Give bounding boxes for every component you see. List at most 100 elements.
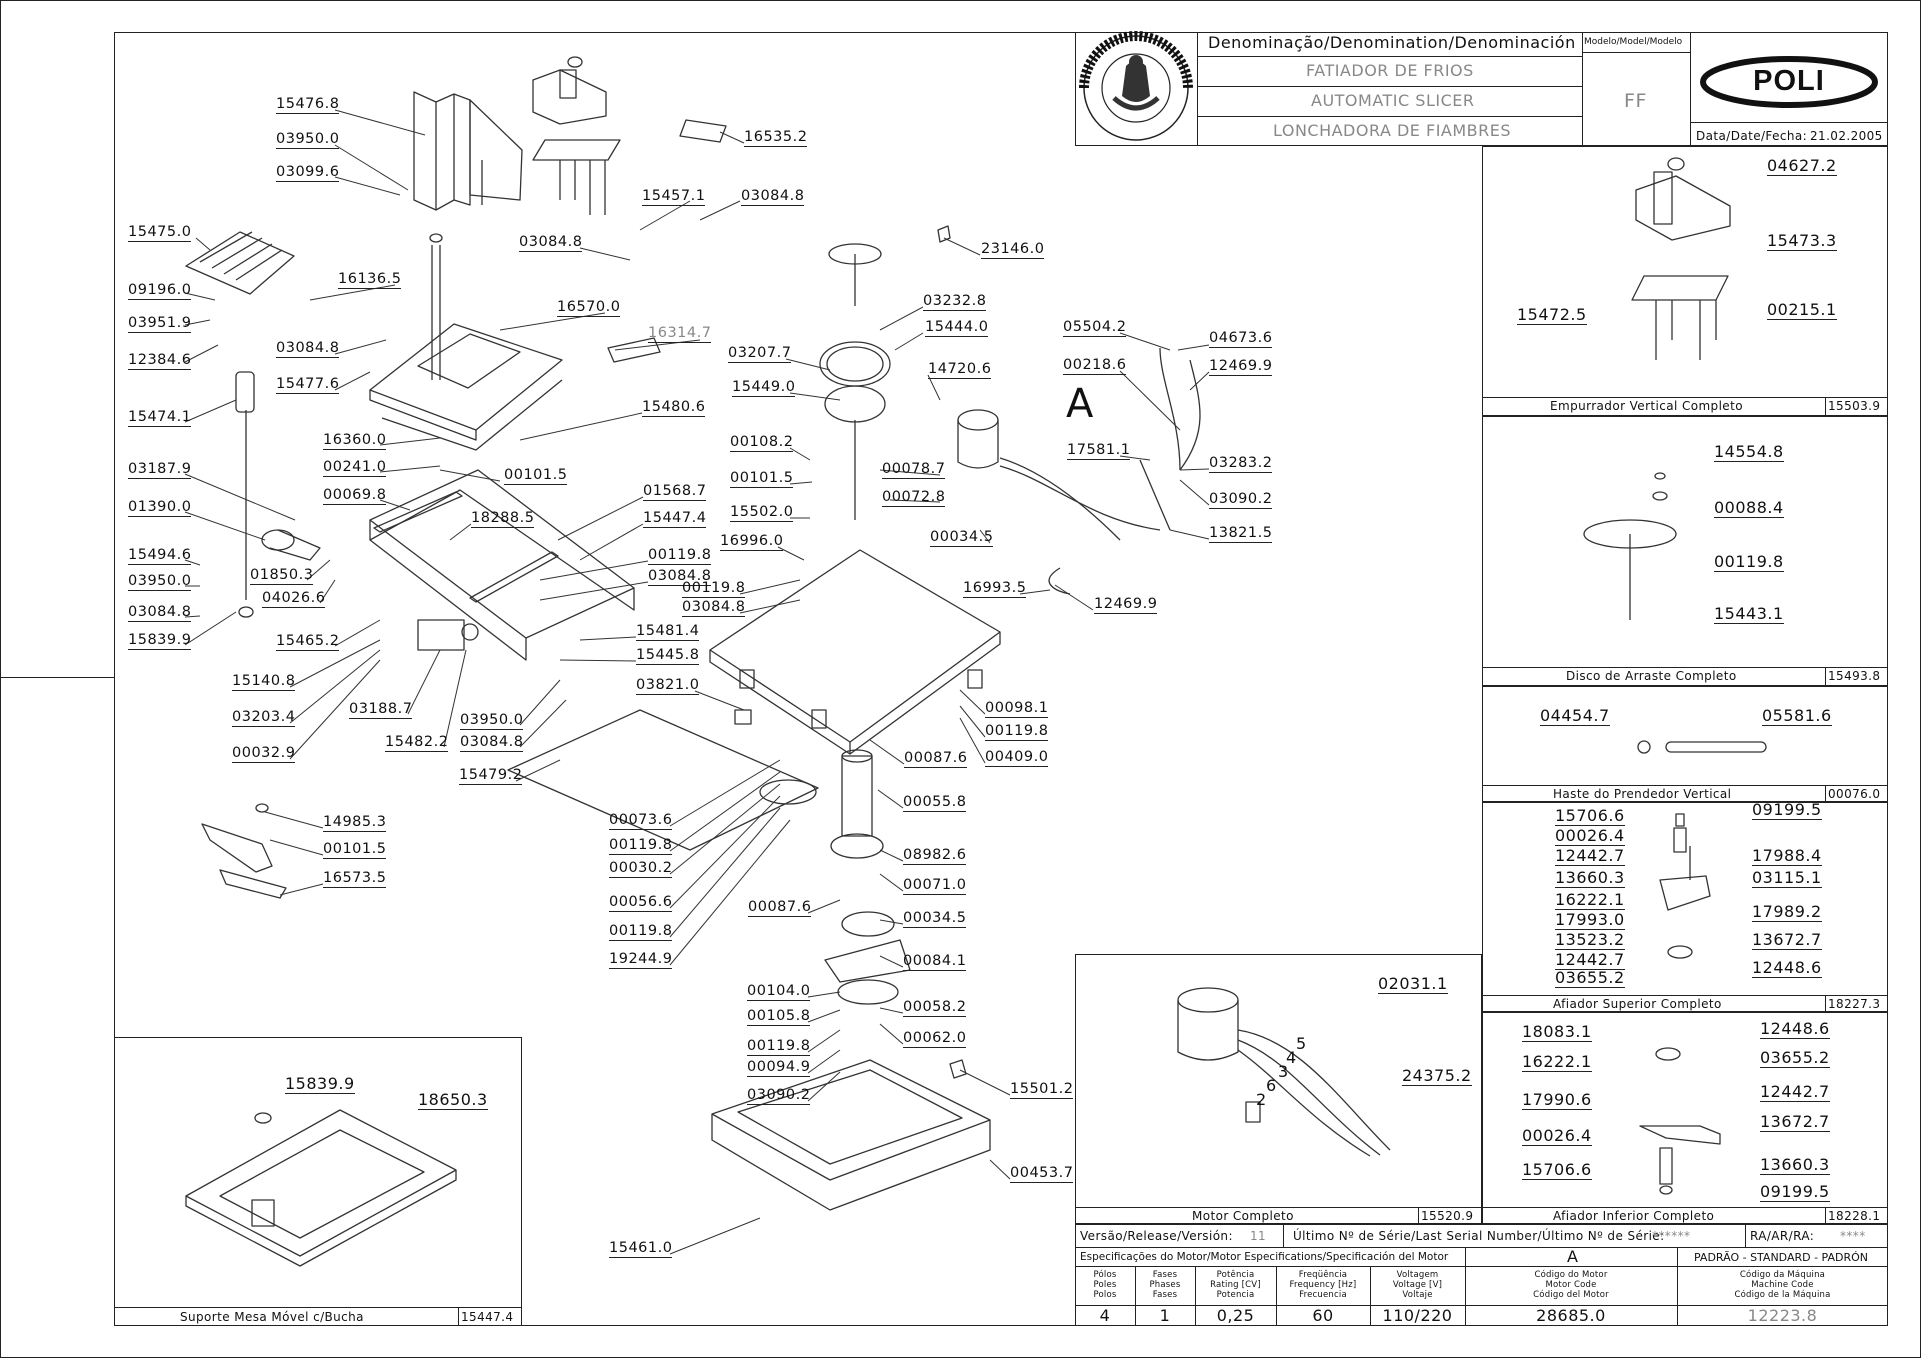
spec-column-value: 110/220 (1382, 1306, 1453, 1325)
afiador-sup-part-label: 12448.6 (1752, 958, 1822, 978)
part-number-label: 12469.9 (1209, 358, 1273, 376)
part-number-label: 15461.0 (609, 1240, 673, 1258)
spec-column-label: Fases Phases Fases (1149, 1270, 1181, 1300)
part-number-label: 00409.0 (985, 749, 1049, 767)
part-number-label: 15140.8 (232, 673, 296, 691)
spec-column-label: Voltagem Voltage [V] Voltaje (1392, 1270, 1443, 1300)
disco-part-label: 00119.8 (1714, 552, 1784, 572)
part-number-label: 03950.0 (128, 573, 192, 591)
disco-code: 15493.8 (1828, 669, 1881, 683)
panel-haste (1482, 686, 1888, 802)
part-number-label: 16996.0 (720, 533, 784, 551)
part-number-label: 00119.8 (609, 837, 673, 855)
part-number-label: 23146.0 (981, 241, 1045, 259)
wire-number: 5 (1296, 1034, 1307, 1053)
afiador-inf-part-label: 12448.6 (1760, 1019, 1830, 1039)
part-number-label: 03950.0 (460, 712, 524, 730)
part-number-label: 00087.6 (904, 750, 968, 768)
part-number-label: 00453.7 (1010, 1165, 1074, 1183)
part-number-label: 16570.0 (557, 299, 621, 317)
ra-label: RA/AR/RA: (1750, 1229, 1815, 1243)
part-number-label: 03084.8 (276, 340, 340, 358)
afiador-sup-part-label: 03115.1 (1752, 868, 1822, 888)
part-number-label: 15481.4 (636, 623, 700, 641)
panel-suporte (114, 1037, 522, 1326)
part-number-label: 03090.2 (747, 1087, 811, 1105)
serial-label: Último Nº de Série/Last Serial Number/Úl… (1293, 1229, 1665, 1243)
part-number-label: 16535.2 (744, 129, 808, 147)
part-number-label: 18288.5 (471, 510, 535, 528)
title-block (1075, 32, 1888, 146)
suporte-title: Suporte Mesa Móvel c/Bucha (180, 1310, 364, 1324)
disco-part-label: 14554.8 (1714, 442, 1784, 462)
part-number-label: 15501.2 (1010, 1081, 1074, 1099)
part-number-label: 00241.0 (323, 459, 387, 477)
panel-afiador-inf (1482, 1012, 1888, 1224)
name-en: AUTOMATIC SLICER (1311, 91, 1475, 110)
part-number-label: 04673.6 (1209, 330, 1273, 348)
afiador-inf-part-label: 17990.6 (1522, 1090, 1592, 1110)
part-number-label: 08982.6 (903, 847, 967, 865)
part-number-label: 00030.2 (609, 860, 673, 878)
afiador-sup-part-label: 15706.6 (1555, 806, 1625, 826)
part-number-label: 00218.6 (1063, 357, 1127, 375)
part-number-label: 03090.2 (1209, 491, 1273, 509)
afiador-sup-part-label: 16222.1 (1555, 890, 1625, 910)
name-es: LONCHADORA DE FIAMBRES (1273, 121, 1512, 140)
part-number-label: 03187.9 (128, 461, 192, 479)
afiador-inf-code: 18228.1 (1828, 1209, 1881, 1223)
part-number-label: 00119.8 (609, 923, 673, 941)
part-number-label: 00094.9 (747, 1059, 811, 1077)
part-number-label: 15444.0 (925, 319, 989, 337)
part-number-label: 16360.0 (323, 432, 387, 450)
serial-value: ****** (1652, 1229, 1691, 1243)
part-number-label: 00034.5 (903, 910, 967, 928)
part-number-label: 03283.2 (1209, 455, 1273, 473)
panel-empurrador (1482, 146, 1888, 416)
afiador-sup-part-label: 13523.2 (1555, 930, 1625, 950)
afiador-sup-code: 18227.3 (1828, 997, 1881, 1011)
suporte-code: 15447.4 (461, 1310, 514, 1324)
name-pt: FATIADOR DE FRIOS (1306, 61, 1474, 80)
part-number-label: 16314.7 (648, 325, 712, 343)
part-number-label: 00101.5 (730, 470, 794, 488)
empurrador-code: 15503.9 (1828, 399, 1881, 413)
spec-column-label: Código do Motor Motor Code Código del Mo… (1533, 1270, 1609, 1300)
empurrador-part-label: 04627.2 (1767, 156, 1837, 176)
part-number-label: 15494.6 (128, 547, 192, 565)
part-number-label: 00073.6 (609, 812, 673, 830)
empurrador-part-label: 15472.5 (1517, 305, 1587, 325)
part-number-label: 00058.2 (903, 999, 967, 1017)
motor-spec-header: Especificações do Motor/Motor Especifica… (1080, 1251, 1449, 1263)
part-number-label: 15476.8 (276, 96, 340, 114)
afiador-sup-part-label: 13672.7 (1752, 930, 1822, 950)
part-number-label: 16993.5 (963, 580, 1027, 598)
haste-title: Haste do Prendedor Vertical (1553, 787, 1732, 801)
part-number-label: 15839.9 (128, 632, 192, 650)
afiador-inf-title: Afiador Inferior Completo (1553, 1209, 1715, 1223)
part-number-label: 03207.7 (728, 345, 792, 363)
motor-title: Motor Completo (1192, 1209, 1294, 1223)
part-number-label: 15447.4 (643, 510, 707, 528)
ra-value: **** (1840, 1229, 1866, 1243)
afiador-sup-part-label: 12442.7 (1555, 846, 1625, 866)
part-number-label: 05504.2 (1063, 319, 1127, 337)
part-number-label: 01390.0 (128, 499, 192, 517)
date-value: 21.02.2005 (1810, 129, 1883, 143)
part-number-label: 00119.8 (985, 723, 1049, 741)
part-number-label: 00119.8 (648, 547, 712, 565)
afiador-sup-part-label: 03655.2 (1555, 968, 1625, 988)
part-number-label: 00087.6 (748, 899, 812, 917)
haste-part-label: 05581.6 (1762, 706, 1832, 726)
wire-number: 3 (1278, 1062, 1289, 1081)
spec-column-label: Potência Rating [CV] Potencia (1210, 1270, 1261, 1300)
part-number-label: 15480.6 (642, 399, 706, 417)
afiador-sup-part-label: 17988.4 (1752, 846, 1822, 866)
motor-part-label: 02031.1 (1378, 974, 1448, 994)
spec-column-value: 0,25 (1216, 1306, 1255, 1325)
part-number-label: 16136.5 (338, 271, 402, 289)
afiador-inf-part-label: 15706.6 (1522, 1160, 1592, 1180)
afiador-sup-part-label: 12442.7 (1555, 950, 1625, 970)
afiador-sup-part-label: 09199.5 (1752, 800, 1822, 820)
part-number-label: 03203.4 (232, 709, 296, 727)
